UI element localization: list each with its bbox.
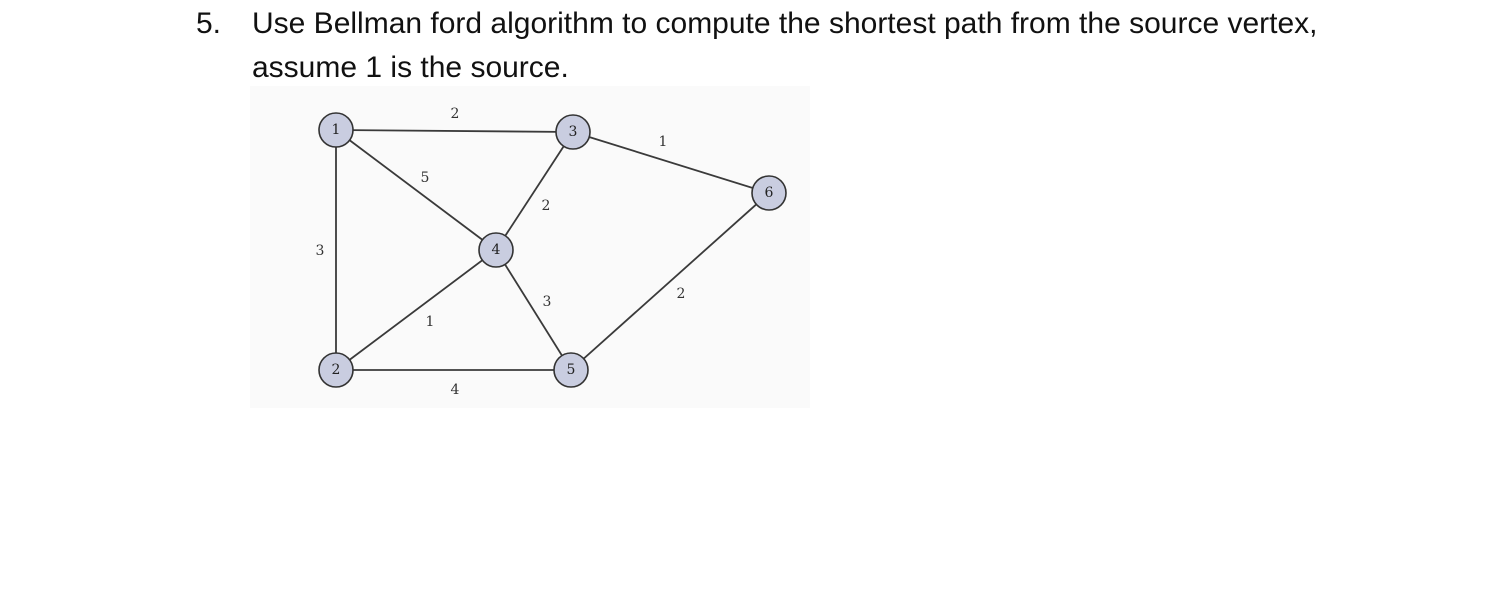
edge-4-2 <box>335 249 497 371</box>
edge-weight-5-6: 2 <box>677 286 686 302</box>
vertex-label-2: 2 <box>332 362 341 378</box>
edge-weight-3-6: 1 <box>659 134 668 150</box>
question-line-1: 5. Use Bellman ford algorithm to compute … <box>196 2 1486 46</box>
edge-4-5 <box>495 249 572 371</box>
edge-weight-1-4: 5 <box>421 170 430 186</box>
vertex-label-1: 1 <box>332 122 341 138</box>
edge-3-4 <box>495 131 574 251</box>
vertex-label-6: 6 <box>765 185 774 201</box>
graph-figure: 2 5 3 1 2 1 3 4 2 1 2 3 4 5 6 <box>250 86 810 408</box>
vertex-6: 6 <box>751 175 787 211</box>
vertices-layer: 1 2 3 4 5 6 <box>318 112 787 388</box>
vertex-circle-5 <box>553 352 589 388</box>
vertex-5: 5 <box>553 352 589 388</box>
edge-1-3 <box>335 129 574 133</box>
edge-5-6 <box>570 192 770 371</box>
vertex-circle-3 <box>555 114 591 150</box>
vertex-1: 1 <box>318 112 354 148</box>
vertex-circle-2 <box>318 352 354 388</box>
vertex-2: 2 <box>318 352 354 388</box>
question-number: 5. <box>196 7 222 40</box>
edge-3-6 <box>572 131 770 194</box>
edge-weight-1-2: 3 <box>316 243 325 259</box>
vertex-4: 4 <box>478 232 514 268</box>
question-text-line-1: Use Bellman ford algorithm to compute th… <box>252 7 1318 40</box>
vertex-label-5: 5 <box>567 362 576 378</box>
question: 5. Use Bellman ford algorithm to compute … <box>196 2 1486 90</box>
vertex-3: 3 <box>555 114 591 150</box>
edges-layer <box>335 129 770 371</box>
vertex-circle-1 <box>318 112 354 148</box>
edge-weight-4-5: 3 <box>543 294 552 310</box>
vertex-circle-6 <box>751 175 787 211</box>
question-text-line-2: assume 1 is the source. <box>252 51 569 84</box>
graph-diagram: 2 5 3 1 2 1 3 4 2 1 2 3 4 5 6 <box>316 106 787 398</box>
weights-layer: 2 5 3 1 2 1 3 4 2 <box>316 106 686 398</box>
edge-weight-4-2: 1 <box>426 314 435 330</box>
edge-weight-3-4: 2 <box>542 198 551 214</box>
edge-weight-2-5: 4 <box>451 382 460 398</box>
vertex-label-4: 4 <box>492 242 501 258</box>
edge-1-4 <box>335 129 497 251</box>
vertex-label-3: 3 <box>569 124 578 140</box>
vertex-circle-4 <box>478 232 514 268</box>
question-line-2: assume 1 is the source. <box>196 46 1486 90</box>
edge-weight-1-3: 2 <box>451 106 460 122</box>
